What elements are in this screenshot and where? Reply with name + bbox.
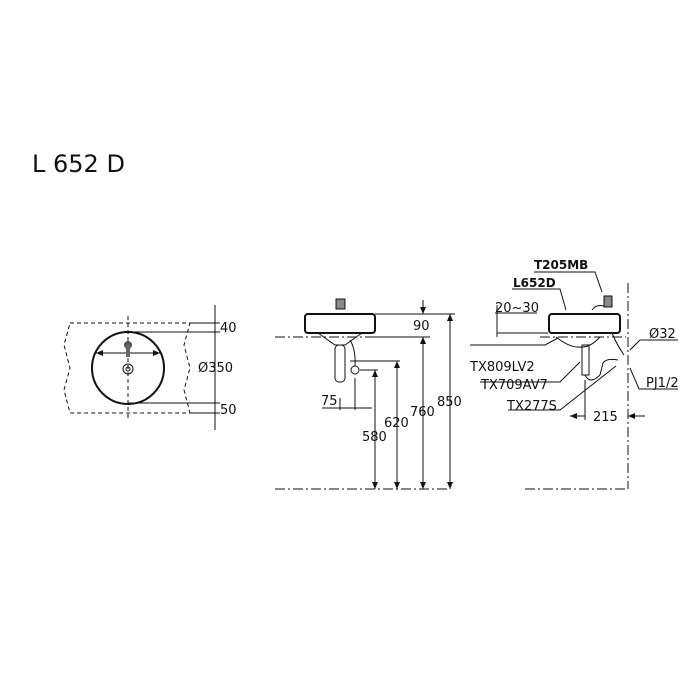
leader-line <box>480 361 581 383</box>
faucet-icon <box>603 295 613 308</box>
dim-620: 620 <box>384 416 409 431</box>
dim-75: 75 <box>321 394 338 409</box>
drain-icon <box>122 363 134 375</box>
leader-line <box>629 367 678 390</box>
faucet-spout <box>591 305 605 311</box>
dim-diameter: Ø350 <box>198 361 233 376</box>
label-basin: L652D <box>513 276 556 290</box>
dim-50: 50 <box>220 403 237 418</box>
leader-line <box>534 271 603 293</box>
label-pipe-diameter: Ø32 <box>649 327 676 342</box>
trap-pipe <box>581 344 590 376</box>
front-view: T205MB L652D 20~30 TX809LV2 TX709AV7 TX2… <box>469 258 679 490</box>
countertop-outline <box>63 322 191 414</box>
leader-line <box>508 365 617 411</box>
supply-hose <box>611 332 625 356</box>
label-faucet: T205MB <box>534 258 588 272</box>
label-valve: TX277S <box>506 399 557 414</box>
leader-line <box>629 339 641 351</box>
dim-40: 40 <box>220 321 237 336</box>
dim-580: 580 <box>362 430 387 445</box>
label-drain: TX809LV2 <box>469 360 535 375</box>
faucet-icon <box>335 298 346 310</box>
basin-bowl-outline <box>317 332 363 346</box>
valve-icon <box>350 365 360 375</box>
model-title: L 652 D <box>32 150 125 178</box>
dim-850: 850 <box>437 395 462 410</box>
drain-center-icon <box>125 366 131 372</box>
label-trap: TX709AV7 <box>480 378 548 393</box>
trap-pipe <box>334 344 346 383</box>
top-view: 40 Ø350 50 <box>63 305 237 430</box>
trap-bend <box>584 358 619 381</box>
side-view: 90 75 580 620 760 850 <box>275 298 462 490</box>
dim-20-30: 20~30 <box>495 301 539 316</box>
basin-front <box>548 313 621 334</box>
supply-hose <box>349 339 356 367</box>
label-thread: PJ1/2 <box>646 376 679 391</box>
leader-line <box>470 337 559 346</box>
dim-215: 215 <box>593 410 618 425</box>
basin-bowl-outline <box>555 336 601 348</box>
dim-90: 90 <box>413 319 430 334</box>
faucet-handle-icon <box>126 345 130 357</box>
dim-760: 760 <box>410 405 435 420</box>
leader-line <box>512 288 567 311</box>
basin-side <box>304 313 376 334</box>
